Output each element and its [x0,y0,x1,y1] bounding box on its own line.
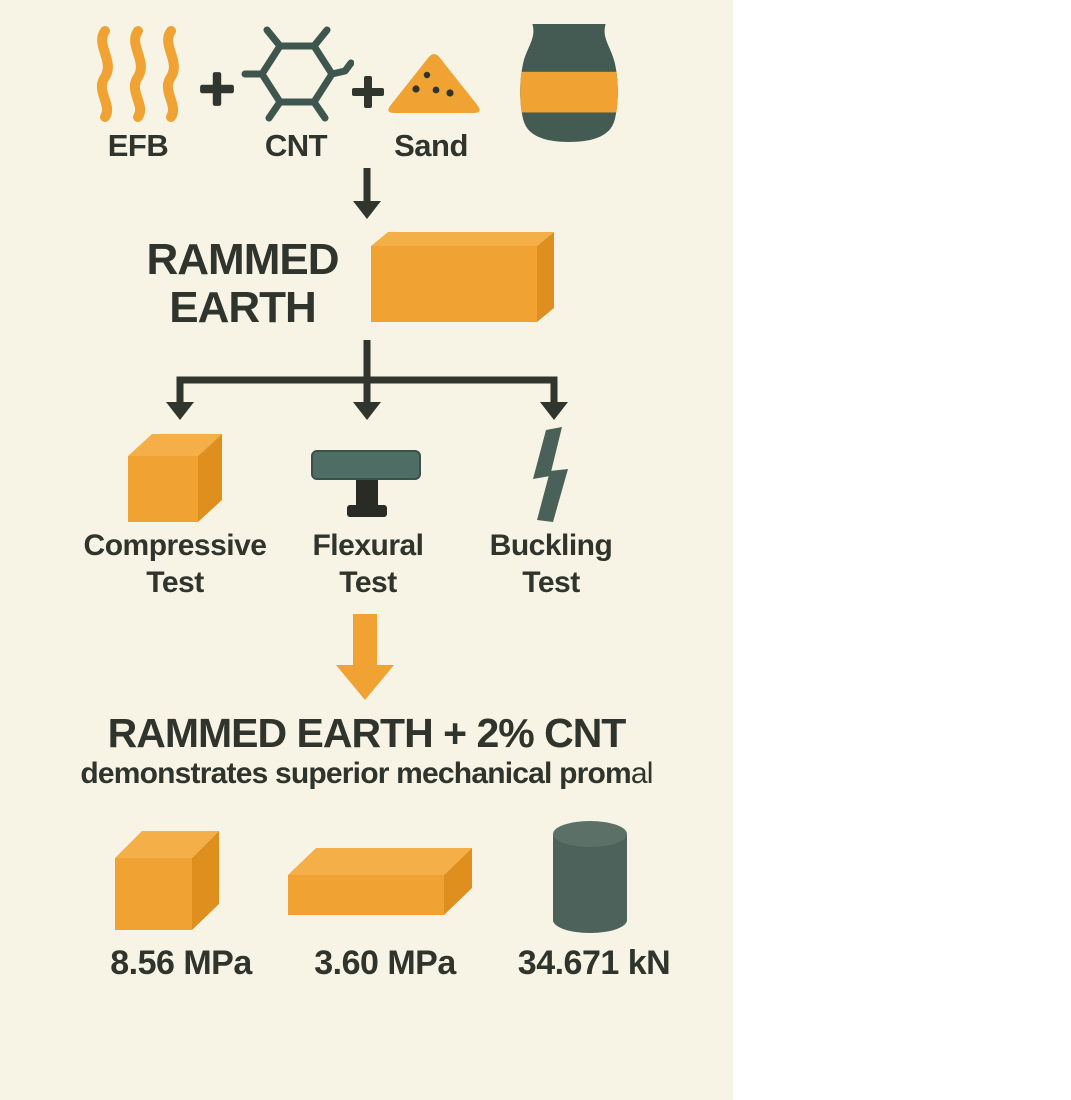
material-title: RAMMED EARTH [110,236,375,331]
material-title-line1: RAMMED [146,235,340,284]
flow-arrow-down-icon [353,168,381,219]
sand-pile-icon [388,54,480,113]
test-label-compressive: Compressive Test [60,528,290,601]
cnt-molecule-icon [241,26,354,122]
material-title-line2: EARTH [169,282,317,332]
plus-icon [200,72,234,106]
cube-specimen-icon [115,831,219,930]
result-subtitle-bold: demonstrates superior mechanical prom [80,757,631,790]
test-label-line2: Test [339,565,397,599]
earth-block-icon [371,232,554,322]
test-label-line1: Flexural [312,529,424,562]
ingredient-label-efb: EFB [107,128,169,163]
test-label-line1: Compressive [83,529,267,562]
measurement-value-compressive: 8.56 MPa [110,944,252,982]
beam-press-icon [311,450,421,517]
test-label-line1: Buckling [489,529,613,562]
test-label-buckling: Buckling Test [436,528,666,601]
test-label-line2: Test [146,565,204,599]
buckled-column-icon [533,427,568,522]
result-arrow-down-icon [336,614,394,700]
result-subtitle: demonstrates superior mechanical promal [0,757,733,791]
result-subtitle-light: al [630,757,654,790]
test-label-line2: Test [522,565,580,599]
measurement-value-buckling: 34.671 kN [517,944,671,982]
cube-specimen-icon [128,434,222,522]
cylinder-specimen-icon [553,821,627,933]
test-label-flexural: Flexural Test [253,528,483,601]
branch-connector-icon [166,340,568,420]
slab-specimen-icon [288,848,472,915]
ingredient-label-sand: Sand [394,128,468,163]
efb-fibers-icon [96,26,179,122]
plus-icon [352,76,384,108]
ingredient-label-cnt: CNT [264,128,328,163]
result-headline: RAMMED EARTH + 2% CNT [107,710,627,756]
measurement-value-flexural: 3.60 MPa [314,944,456,982]
soil-jar-icon [520,24,618,142]
